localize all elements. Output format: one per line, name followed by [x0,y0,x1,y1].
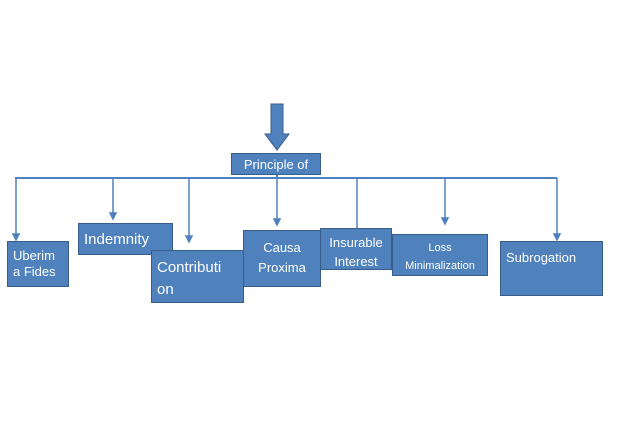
node-causa-proxima-label: Causa Proxima [258,240,306,275]
root-down-arrow [264,103,290,151]
node-loss-minimalization-label: Loss Minimalization [405,242,475,272]
branch-uberima-arrowhead [11,233,21,242]
node-insurable-interest-label: Insurable Interest [329,235,383,269]
branch-indemnity-arrowhead [108,212,118,221]
node-contribution: Contributi on [151,250,244,303]
node-insurable-interest: Insurable Interest [320,228,392,270]
root-node-principle-of: Principle of [231,153,321,175]
node-causa-proxima: Causa Proxima [243,230,321,287]
node-contribution-label: Contributi on [157,259,222,298]
node-uberima-fides-label: Uberim a Fides [13,248,56,280]
node-loss-minimalization: Loss Minimalization [392,234,488,276]
node-indemnity-label: Indemnity [84,231,150,248]
node-uberima-fides: Uberim a Fides [7,241,69,287]
branch-causa-arrowhead [272,218,282,227]
node-subrogation-label: Subrogation [506,250,577,265]
node-subrogation: Subrogation [500,241,603,296]
branch-subrogation-arrowhead [552,233,562,242]
root-node-label: Principle of [243,157,309,172]
branch-contribution-arrowhead [184,235,194,244]
branch-loss-arrowhead [440,217,450,226]
node-indemnity: Indemnity [78,223,173,255]
